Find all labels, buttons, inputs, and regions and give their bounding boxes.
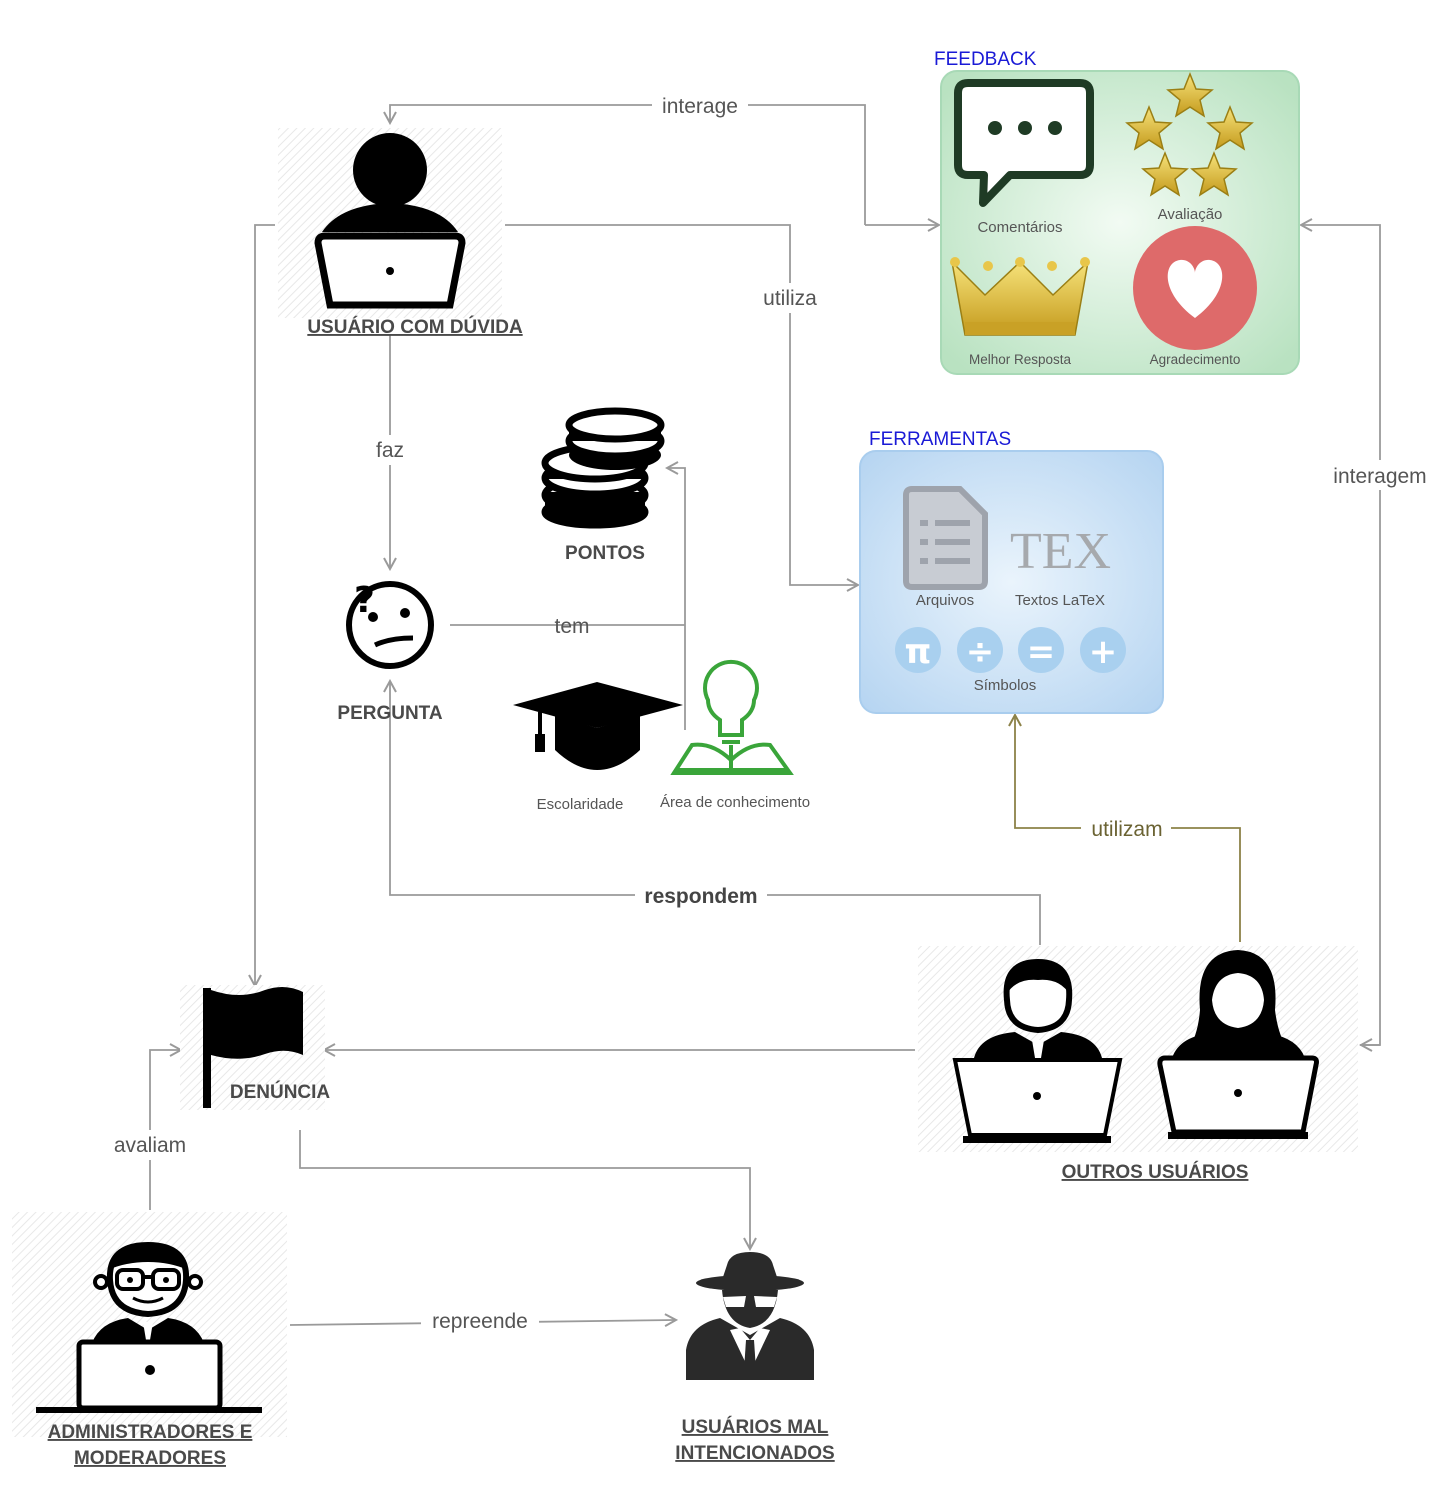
tex-logo-icon: TEX [1010, 523, 1111, 580]
symbol-icons: π ÷ = + [895, 627, 1126, 673]
edge-report-malicious [299, 1130, 750, 1248]
tools-container: FERRAMENTAS Arquivos TEX Textos LaTeX π … [859, 429, 1164, 714]
points-node: PONTOS [541, 407, 665, 564]
feedback-container: FEEDBACK Comentários Avaliação [934, 49, 1300, 375]
other-users-node: OUTROS USUÁRIOS [918, 946, 1358, 1183]
schooling-node: Escolaridade [513, 682, 683, 813]
tools-title: FERRAMENTAS [869, 429, 1011, 450]
admins-label-line1: ADMINISTRADORES E [48, 1422, 253, 1443]
edge-label-answer: respondem [644, 885, 757, 908]
rating-label: Avaliação [1158, 206, 1223, 223]
edge-label-evaluate: avaliam [114, 1134, 186, 1157]
feedback-title: FEEDBACK [934, 49, 1037, 70]
edges [149, 104, 1381, 1325]
pi-icon: π [905, 632, 932, 672]
edge-label-reprimand: repreende [432, 1310, 528, 1333]
edge-label-uses: utiliza [763, 287, 817, 310]
edge-uses [505, 224, 857, 585]
report-node: DENÚNCIA [180, 985, 330, 1110]
thanks-label: Agradecimento [1150, 352, 1241, 367]
best-answer-label: Melhor Resposta [969, 352, 1072, 367]
knowledge-area-node: Área de conhecimento [660, 659, 810, 811]
other-users-label: OUTROS USUÁRIOS [1062, 1161, 1249, 1183]
edge-interacts [390, 104, 866, 225]
admin-laptop-icon [36, 1241, 262, 1413]
coins-icon [541, 407, 665, 529]
spy-icon [686, 1252, 814, 1380]
admins-label-line2: MODERADORES [74, 1448, 226, 1469]
user-with-doubt-label: USUÁRIO COM DÚVIDA [307, 316, 523, 338]
man-laptop-icon [952, 958, 1123, 1143]
schooling-label: Escolaridade [537, 796, 624, 813]
question-node: ? PERGUNTA [337, 580, 442, 724]
confused-face-icon: ? [346, 580, 434, 669]
knowledge-area-label: Área de conhecimento [660, 794, 810, 811]
edge-label-makes: faz [376, 439, 404, 462]
edge-labels: interage utiliza faz tem respondem utili… [106, 90, 1435, 1336]
malicious-users-node: USUÁRIOS MAL INTENCIONADOS [675, 1252, 835, 1464]
comments-icon [954, 79, 1094, 207]
edge-has-points [668, 468, 686, 730]
symbols-label: Símbolos [974, 677, 1037, 694]
admins-node: ADMINISTRADORES E MODERADORES [12, 1212, 287, 1469]
edge-label-others-interact: interagem [1333, 465, 1426, 488]
report-label: DENÚNCIA [230, 1081, 331, 1103]
edge-others-interact [1302, 225, 1381, 1046]
crown-icon [950, 257, 1090, 336]
equals-icon: = [1027, 632, 1056, 672]
edge-label-interacts: interage [662, 95, 738, 118]
edge-label-has: tem [554, 615, 589, 638]
lightbulb-book-icon [670, 659, 794, 775]
edge-label-others-use: utilizam [1091, 818, 1162, 841]
malicious-label-line2: INTENCIONADOS [675, 1443, 834, 1464]
user-with-doubt-node: USUÁRIO COM DÚVIDA [278, 128, 523, 338]
divide-icon: ÷ [966, 632, 995, 672]
woman-laptop-icon [1157, 950, 1319, 1139]
plus-icon: + [1089, 632, 1118, 672]
question-mark-icon: ? [354, 580, 375, 621]
malicious-label-line1: USUÁRIOS MAL [682, 1416, 829, 1438]
stars-icon [1125, 71, 1254, 197]
edge-user-report [255, 224, 275, 985]
user-laptop-icon [314, 133, 466, 309]
heart-icon [1133, 226, 1257, 350]
comments-label: Comentários [977, 219, 1062, 236]
files-label: Arquivos [916, 592, 974, 609]
latex-label: Textos LaTeX [1015, 592, 1105, 609]
flag-icon [203, 986, 303, 1108]
graduation-cap-icon [513, 682, 683, 770]
points-label: PONTOS [565, 543, 645, 564]
question-label: PERGUNTA [337, 703, 442, 724]
file-icon [903, 486, 988, 590]
